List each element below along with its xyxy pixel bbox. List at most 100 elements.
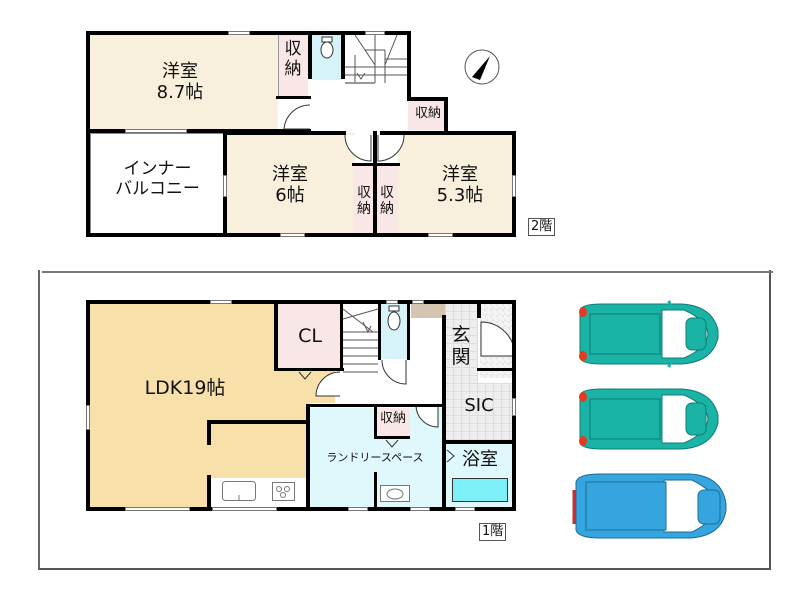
room-western-5-3: [398, 133, 513, 235]
window: [86, 405, 90, 430]
window: [428, 233, 453, 237]
wall: [374, 436, 410, 439]
room-laundry-storage: [376, 408, 410, 438]
wall: [340, 300, 343, 370]
car-1-icon: [579, 300, 719, 368]
bath-door-arrow: [446, 449, 455, 463]
door-swing: [283, 104, 311, 130]
window: [410, 507, 430, 511]
label-western-8-7: 洋室 8.7帖: [156, 61, 204, 103]
wall: [226, 131, 346, 135]
wall: [207, 475, 211, 510]
window: [412, 300, 424, 304]
door-swing: [381, 359, 407, 385]
room-storage-c: [353, 165, 375, 235]
window: [280, 233, 305, 237]
stove-icon: [272, 482, 295, 501]
wall: [373, 131, 377, 235]
wall: [207, 420, 310, 424]
wall: [306, 404, 310, 510]
hallway-2f: [308, 80, 408, 132]
hallway-1f: [340, 378, 445, 408]
bathtub: [452, 478, 508, 502]
room-western-8-7: [88, 33, 278, 130]
label-storage-a: 収 納: [284, 39, 302, 79]
wall: [374, 406, 377, 438]
wall: [477, 300, 481, 318]
label-sic: SIC: [464, 395, 494, 416]
door-swing: [377, 134, 405, 162]
room-sic: [445, 383, 513, 443]
stairs-2f: [345, 34, 408, 84]
wall: [407, 31, 411, 101]
label-laundry-storage: 収納: [379, 411, 406, 426]
wall: [442, 440, 514, 444]
door-swing: [315, 371, 341, 397]
room-storage-a: [278, 35, 308, 97]
label-inner-balcony: インナー バルコニー: [115, 159, 200, 199]
room-storage-b: [408, 100, 445, 130]
floor-2-tag: 2階: [528, 218, 556, 236]
wall: [380, 131, 515, 135]
room-entrance-floor: [411, 303, 446, 318]
closet-door-arrow: [298, 371, 312, 380]
wall: [374, 472, 377, 508]
wall: [477, 368, 513, 371]
window: [210, 300, 232, 304]
window: [512, 398, 516, 416]
room-closet: [276, 304, 341, 369]
window: [125, 129, 187, 133]
storage-door-arrow: [385, 439, 399, 448]
wall: [306, 404, 446, 407]
lot-border-top: [42, 271, 773, 273]
wall: [407, 97, 447, 101]
toilet-icon: [387, 305, 401, 331]
wall: [308, 31, 312, 79]
wall: [274, 300, 278, 370]
wall: [341, 31, 345, 79]
window: [223, 175, 227, 197]
window: [125, 507, 190, 511]
car-2-icon: [579, 388, 719, 450]
label-closet: CL: [298, 325, 322, 347]
window: [365, 31, 385, 35]
wall: [86, 129, 311, 133]
wall: [274, 368, 344, 371]
wall: [352, 163, 400, 166]
door-swing: [344, 134, 372, 162]
stairs-1f: [342, 304, 379, 379]
label-storage-c: 収 納: [357, 185, 371, 218]
label-ldk: LDK19帖: [144, 377, 226, 399]
sink-icon: [222, 481, 256, 501]
window: [512, 175, 516, 197]
room-entrance: [445, 303, 478, 383]
label-western-5-3: 洋室 5.3帖: [436, 164, 484, 206]
label-storage-b: 収納: [414, 106, 441, 121]
room-western-6: [225, 133, 355, 235]
window: [455, 507, 475, 511]
room-inner-balcony: [90, 133, 225, 235]
room-storage-d: [376, 165, 398, 235]
window: [228, 31, 250, 35]
wall: [378, 300, 381, 360]
wall: [86, 300, 516, 304]
label-laundry: ランドリースペース: [326, 451, 424, 464]
label-storage-d: 収 納: [380, 185, 394, 218]
label-entrance: 玄 関: [451, 324, 471, 368]
wall: [86, 507, 516, 511]
lot-border: [38, 270, 771, 570]
room-ldk: [90, 303, 310, 508]
window: [386, 300, 398, 304]
wall: [407, 300, 410, 360]
washbasin-icon: [380, 485, 410, 502]
toilet-icon: [320, 36, 334, 59]
floor-1-tag: 1階: [479, 523, 507, 541]
window: [212, 507, 277, 511]
car-3-icon: [572, 473, 727, 539]
wall: [276, 96, 311, 99]
wall: [86, 31, 346, 35]
door-swing: [415, 404, 439, 428]
label-western-6: 洋室 6帖: [272, 164, 308, 206]
wall: [444, 97, 448, 133]
wall: [442, 315, 446, 510]
